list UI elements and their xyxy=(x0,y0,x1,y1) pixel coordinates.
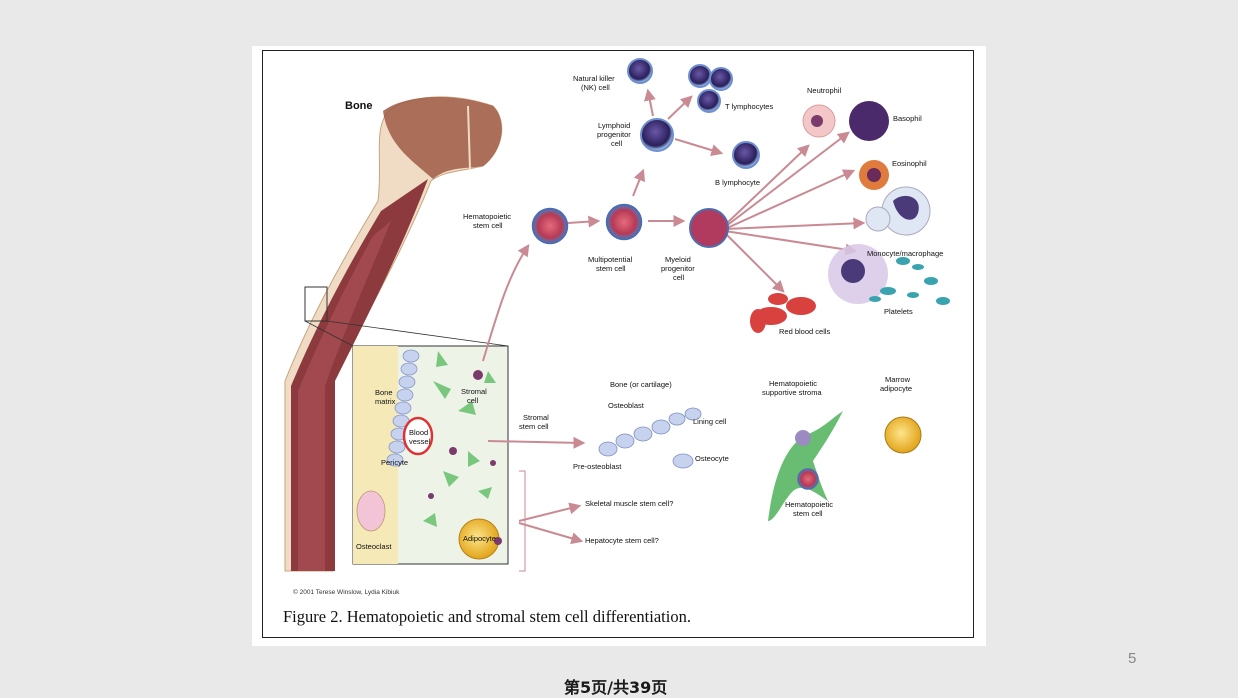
label-lymphoid-1: Lymphoid xyxy=(598,121,630,130)
bone-illustration xyxy=(284,96,509,572)
label-bone-matrix-2: matrix xyxy=(375,397,396,406)
label-adipocyte: Adipocyte xyxy=(463,534,496,543)
label-myeloid-2: progenitor xyxy=(661,264,695,273)
figure-card: Bone Natural killer (NK) cell T lymphocy… xyxy=(252,46,986,646)
label-red-blood-cells: Red blood cells xyxy=(779,327,831,336)
label-lymphoid-2: progenitor xyxy=(597,130,631,139)
label-b-lymphocyte: B lymphocyte xyxy=(715,178,760,187)
label-pre-osteoblast: Pre-osteoblast xyxy=(573,462,622,471)
label-hsc-lower-2: stem cell xyxy=(793,509,823,518)
label-multipotential-1: Multipotential xyxy=(588,255,633,264)
label-osteocyte: Osteocyte xyxy=(695,454,729,463)
label-pericyte: Pericyte xyxy=(381,458,408,467)
label-blood-vessel-1: Blood xyxy=(409,428,428,437)
label-hsc-1: Hematopoietic xyxy=(463,212,511,221)
hematopoiesis-diagram: Bone Natural killer (NK) cell T lymphocy… xyxy=(284,58,950,572)
label-skeletal-muscle: Skeletal muscle stem cell? xyxy=(585,499,673,508)
label-bone: Bone xyxy=(345,100,373,112)
stromal-lineages xyxy=(598,407,922,521)
label-stromal-stem-2: stem cell xyxy=(519,422,549,431)
marrow-inset xyxy=(352,345,509,565)
label-marrow-adipocyte-2: adipocyte xyxy=(880,384,912,393)
label-monocyte: Monocyte/macrophage xyxy=(867,249,943,258)
page-counter: 第5页/共39页 xyxy=(564,678,668,697)
label-hema-support-1: Hematopoietic xyxy=(769,379,817,388)
figure-copyright: © 2001 Terese Winslow, Lydia Kibiuk xyxy=(293,589,400,596)
diagram-labels: Bone Natural killer (NK) cell T lymphocy… xyxy=(345,74,943,551)
figure-caption: Figure 2. Hematopoietic and stromal stem… xyxy=(283,607,691,626)
label-t-lymphocytes: T lymphocytes xyxy=(725,102,773,111)
label-bone-cartilage: Bone (or cartilage) xyxy=(610,380,672,389)
label-osteoclast: Osteoclast xyxy=(356,542,392,551)
figure-frame: Bone Natural killer (NK) cell T lymphocy… xyxy=(262,50,974,638)
label-neutrophil: Neutrophil xyxy=(807,86,842,95)
blood-cells xyxy=(531,58,950,333)
label-lining-cell: Lining cell xyxy=(693,417,727,426)
label-stromal-stem-1: Stromal xyxy=(523,413,549,422)
label-eosinophil: Eosinophil xyxy=(892,159,927,168)
differentiation-arrows xyxy=(482,88,866,545)
label-blood-vessel-2: vessel xyxy=(409,437,431,446)
label-nk-cell-2: (NK) cell xyxy=(581,83,610,92)
label-multipotential-2: stem cell xyxy=(596,264,626,273)
slide-number: 5 xyxy=(1128,650,1137,667)
label-stromal-cell-1: Stromal xyxy=(461,387,487,396)
label-hema-support-2: supportive stroma xyxy=(762,388,822,397)
label-osteoblast: Osteoblast xyxy=(608,401,645,410)
label-myeloid-1: Myeloid xyxy=(665,255,691,264)
label-lymphoid-3: cell xyxy=(611,139,623,148)
label-platelets: Platelets xyxy=(884,307,913,316)
label-stromal-cell-2: cell xyxy=(467,396,479,405)
label-hsc-2: stem cell xyxy=(473,221,503,230)
label-nk-cell-1: Natural killer xyxy=(573,74,615,83)
label-marrow-adipocyte-1: Marrow xyxy=(885,375,911,384)
label-myeloid-3: cell xyxy=(673,273,685,282)
label-hsc-lower-1: Hematopoietic xyxy=(785,500,833,509)
label-bone-matrix-1: Bone xyxy=(375,388,393,397)
label-basophil: Basophil xyxy=(893,114,922,123)
label-hepatocyte: Hepatocyte stem cell? xyxy=(585,536,659,545)
